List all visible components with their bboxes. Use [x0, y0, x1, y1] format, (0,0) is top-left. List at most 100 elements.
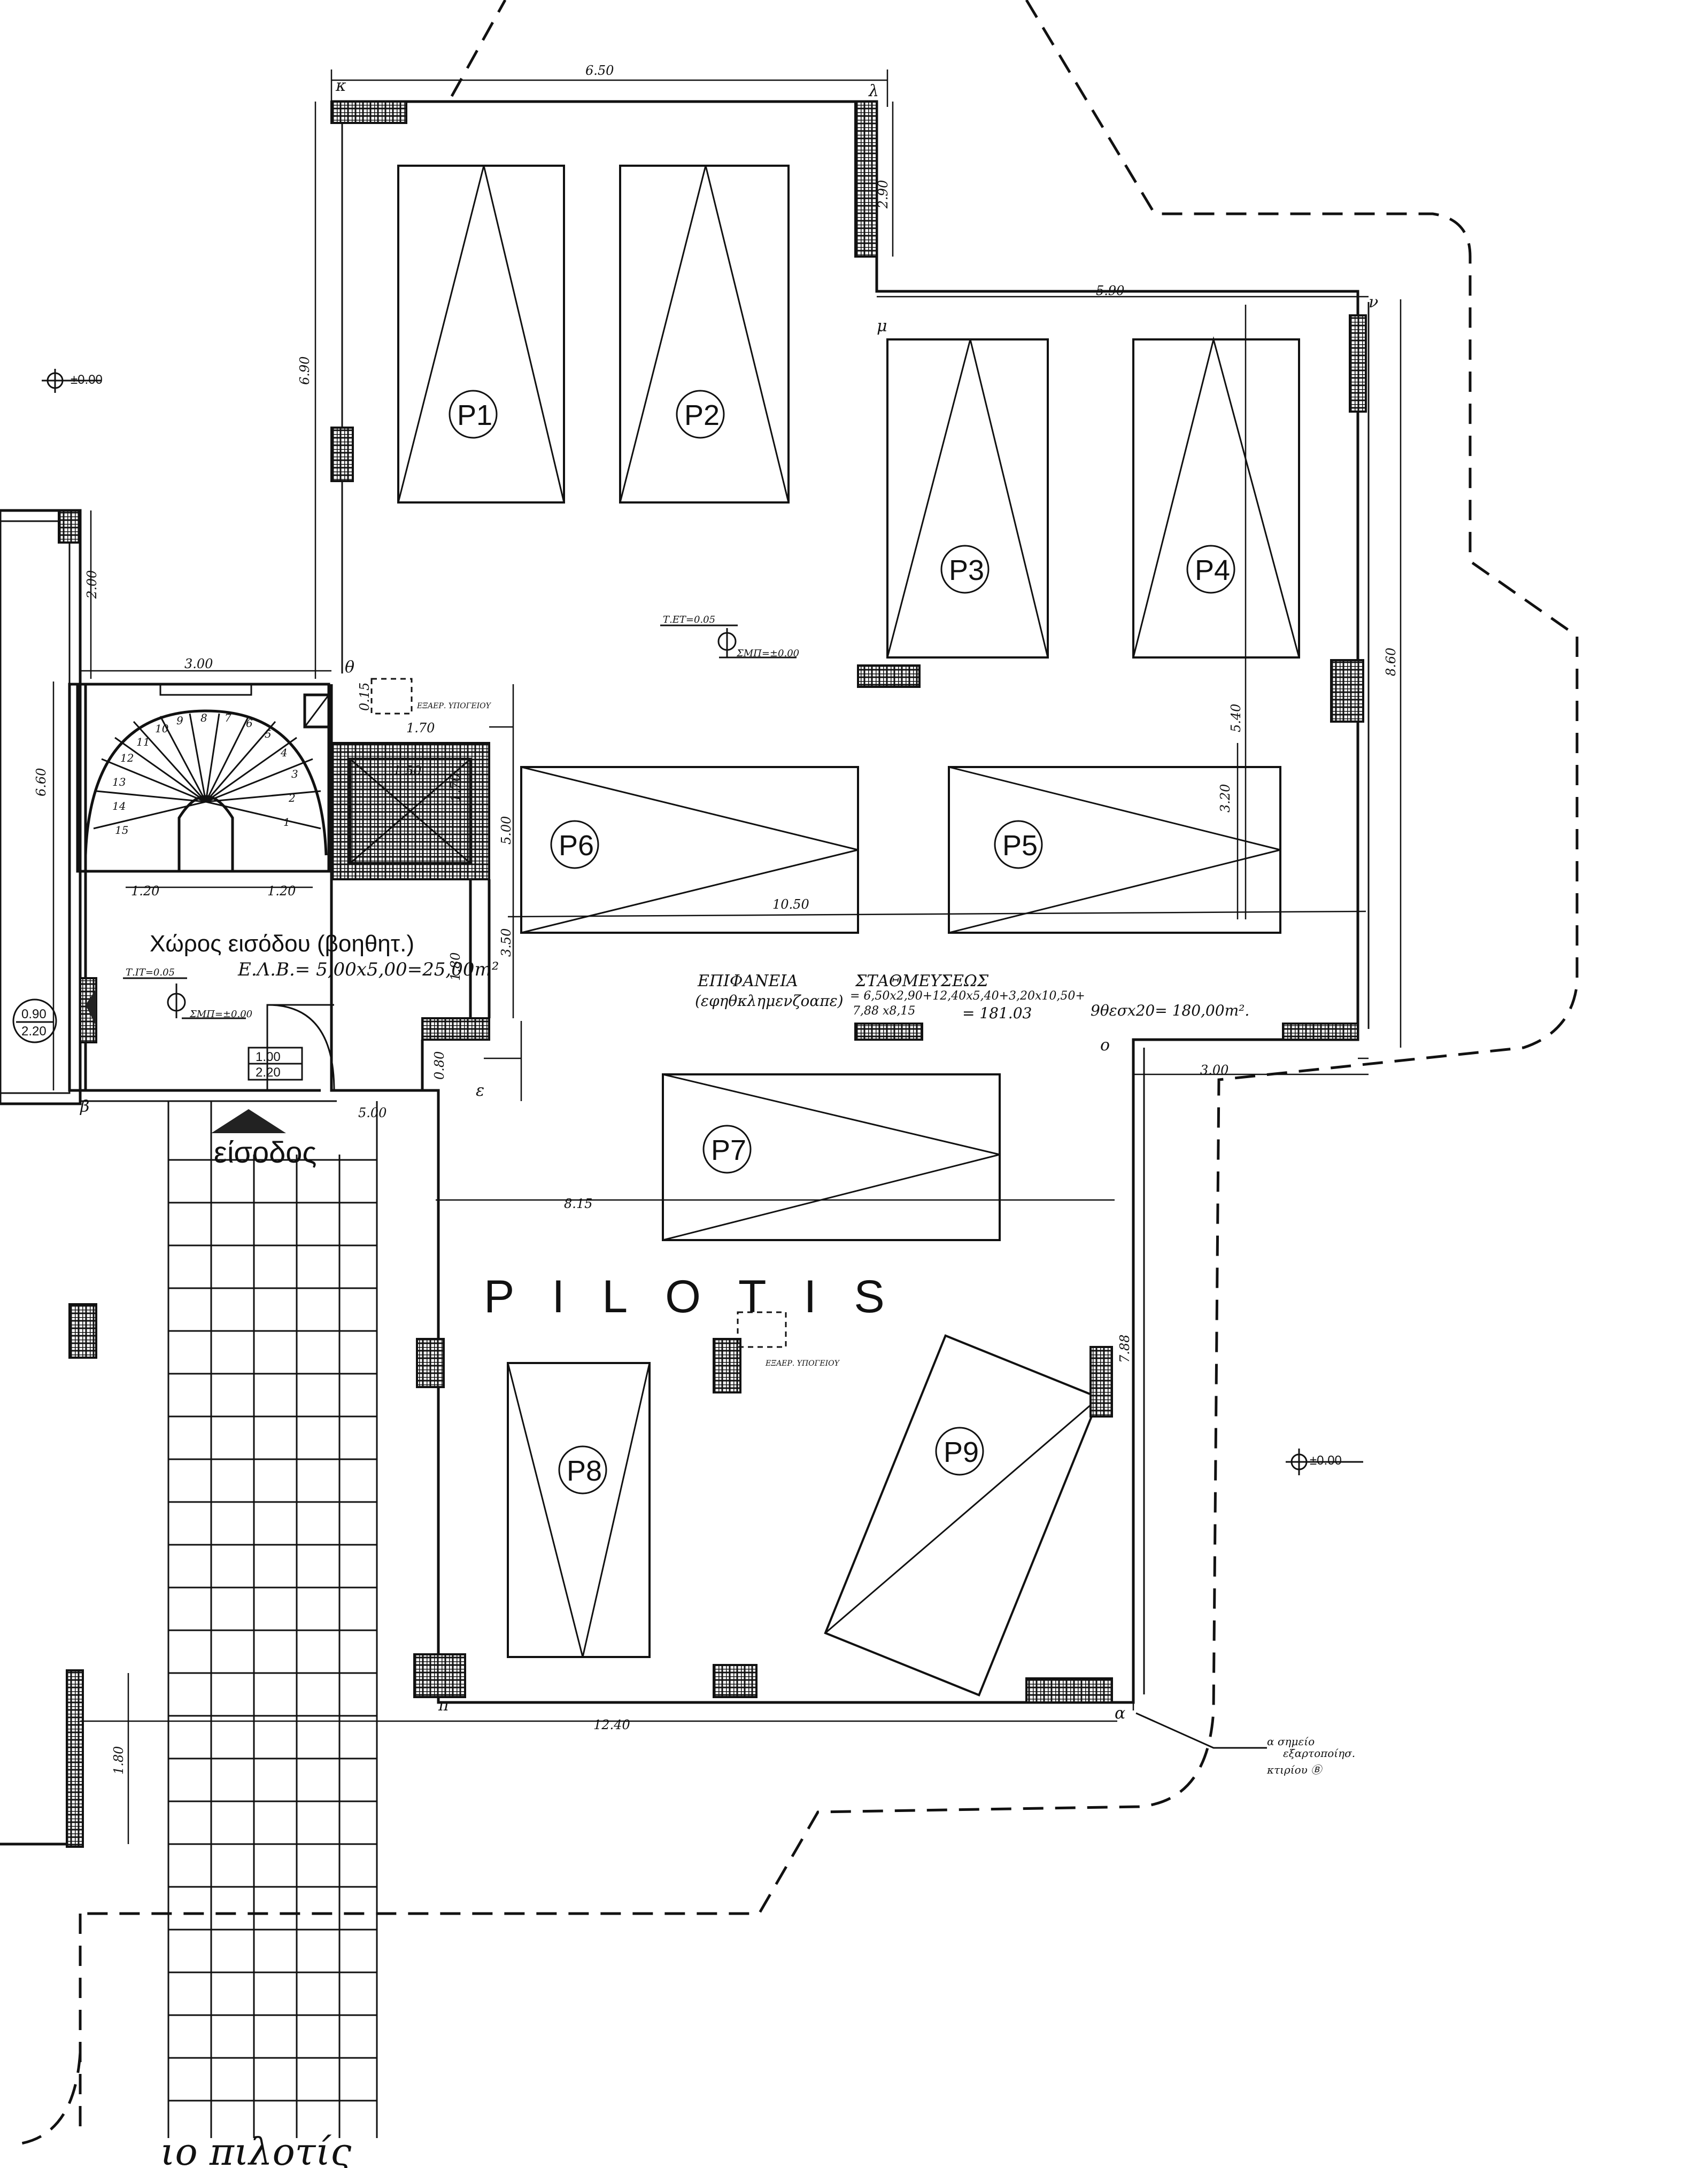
corner-letter-8: π [438, 1696, 450, 1715]
parking-label-circle-p6 [550, 820, 599, 869]
vent-box-1 [370, 678, 413, 715]
parking-bay-p7 [662, 1073, 1001, 1241]
parking-label-circle-p1 [449, 390, 498, 439]
stair-step-3: 3 [291, 768, 298, 780]
parking-label-p4: P4 [1195, 554, 1230, 586]
dimension-11: 5.00 [499, 816, 514, 845]
door-tag-2-top: 0.90 [21, 1007, 47, 1021]
corner-letter-7: α [1115, 1704, 1125, 1723]
parking-bay-p9 [824, 1334, 1101, 1697]
stair-step-9: 9 [176, 714, 183, 727]
dimension-8: 1.70 [406, 721, 435, 735]
dimension-13: 1.80 [448, 953, 463, 981]
parking-label-p5: P5 [1002, 830, 1038, 862]
level-marker-2 [123, 977, 246, 1019]
calc-formula-2: 7,88 x8,15 [853, 1004, 915, 1018]
dimension-5: 3.00 [184, 656, 213, 671]
dimension-7: 0.15 [357, 683, 372, 711]
stair-step-5: 5 [265, 727, 272, 740]
bottom-caption: ιο πιλοτίς [160, 2130, 352, 2168]
dimension-25: 1.20 [131, 884, 159, 899]
calc-result: = 181.03 [962, 1004, 1032, 1022]
stair-step-11: 11 [136, 735, 150, 748]
dimension-16: 5.40 [1228, 704, 1243, 732]
dimension-18: 0.80 [432, 1051, 447, 1080]
stair-step-15: 15 [115, 824, 128, 837]
parking-label-p6: P6 [559, 830, 594, 862]
calc-heading-1: ΕΠΙΦΑΝΕΙΑ [697, 972, 798, 990]
dimension-17: 8.60 [1384, 648, 1398, 676]
vent-label-1: ΕΞΑΕΡ. ΥΠΟΓΕΙΟΥ [416, 702, 492, 710]
dimension-22: 7.88 [1117, 1335, 1132, 1363]
vent-label-2: ΕΞΑΕΡ. ΥΠΟΓΕΙΟΥ [765, 1359, 840, 1368]
door-tag-2-circle [12, 998, 57, 1043]
text-layer: PILOTIS είσοδος Χώρος εισόδου (βοηθητ.) … [12, 373, 1355, 2168]
stair-step-7: 7 [225, 711, 231, 724]
parking-label-p9: P9 [944, 1436, 979, 1468]
elevation-marker-1 [42, 369, 102, 393]
level-marker-1 [660, 624, 797, 659]
parking-label-circle-p7 [702, 1125, 752, 1174]
parking-label-circle-p9 [935, 1427, 984, 1476]
parking-label-p1: P1 [457, 399, 492, 431]
corner-letter-0: κ [335, 76, 346, 95]
walkway-paving [167, 1101, 378, 2138]
dimension-4: 2.00 [84, 570, 99, 599]
calc-heading-2: ΣΤΑΘΜΕΥΣΕΩΣ [855, 972, 989, 990]
level-label-4: ΣΜΠ=±0.00 [189, 1009, 252, 1020]
dimension-0: 6.50 [585, 63, 614, 78]
stair-step-14: 14 [112, 800, 126, 812]
elevation-label-2: ±0.00 [1310, 1453, 1342, 1468]
calc-subheading: (εφηθκλημενζοαπε) [695, 992, 844, 1010]
alpha-leader [1135, 1712, 1267, 1749]
entrance-label: είσοδος [214, 1135, 316, 1169]
door-tag-1-top: 1.00 [256, 1050, 281, 1064]
parking-bays [397, 165, 1300, 1697]
point-note-line-3: κτιρίου Ⓑ [1266, 1763, 1323, 1776]
room-name: Χώρος εισόδου (βοηθητ.) [150, 931, 414, 957]
dimension-9: 1.50 [393, 763, 421, 778]
parking-label-circle-p2 [676, 390, 725, 439]
dimension-26: 1.20 [267, 884, 296, 899]
corner-letter-6: ο [1100, 1036, 1110, 1055]
dimension-20: 8.15 [564, 1196, 592, 1211]
dimension-3: 6.90 [297, 357, 312, 385]
dimension-24: 1.80 [111, 1746, 126, 1775]
door-tag-2-bottom: 2.20 [21, 1024, 47, 1039]
parking-bay-p3 [886, 338, 1049, 659]
calc-comparison: 9θεσx20= 180,00m². [1091, 1002, 1249, 1019]
stair-step-13: 13 [112, 776, 126, 788]
dimension-21: 3.00 [1200, 1063, 1228, 1078]
site-boundary-left-arc [21, 2052, 82, 2145]
dimension-15: 3.20 [1218, 784, 1233, 812]
stair-step-2: 2 [288, 792, 296, 804]
level-label-3: Τ.ΙΤ=0.05 [126, 967, 175, 978]
door-tag-1-bottom: 2.20 [256, 1065, 281, 1080]
parking-label-circle-p3 [940, 545, 990, 594]
elevation-marker-2 [1286, 1449, 1363, 1475]
level-label-1: Τ.ΕΤ=0.05 [663, 614, 715, 625]
parking-bay-p1 [397, 165, 565, 504]
stair-step-4: 4 [280, 746, 288, 759]
calc-formula-1: = 6,50x2,90+12,40x5,40+3,20x10,50+ [850, 989, 1085, 1003]
corner-letter-3: ν [1369, 293, 1378, 312]
corner-letter-4: θ [345, 658, 354, 677]
parking-label-p3: P3 [949, 554, 984, 586]
parking-label-circle-p8 [558, 1445, 607, 1495]
level-label-2: ΣΜΠ=±0.00 [736, 648, 799, 659]
dimension-14: 10.50 [772, 897, 809, 912]
dimension-23: 12.40 [593, 1717, 630, 1732]
parking-label-p2: P2 [684, 399, 720, 431]
dimension-19: 5.00 [358, 1105, 387, 1120]
stair-step-6: 6 [246, 717, 253, 730]
elevation-label-1: ±0.00 [71, 373, 103, 387]
dimension-values: 6.502.905.906.902.003.006.600.151.701.50… [34, 63, 1398, 1775]
dimension-12: 3.50 [499, 928, 514, 957]
stair-step-1: 1 [283, 816, 290, 829]
parking-label-circle-p4 [1186, 545, 1235, 594]
corner-letter-2: μ [877, 317, 887, 336]
